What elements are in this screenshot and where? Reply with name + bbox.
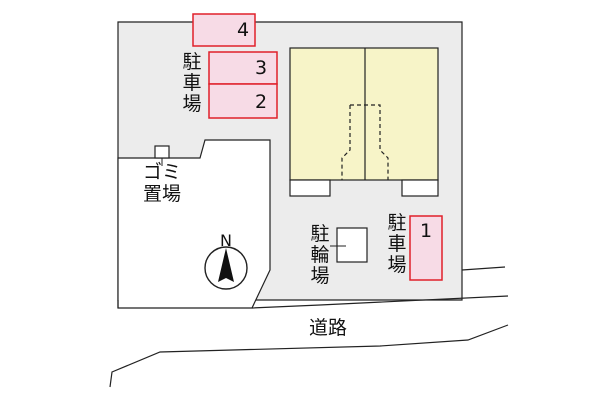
dashed-entry bbox=[341, 104, 389, 180]
compass-icon bbox=[204, 246, 248, 290]
parking-number-3: 3 bbox=[255, 57, 268, 79]
garbage-label-line2: 置場 bbox=[142, 183, 181, 205]
building bbox=[289, 47, 439, 181]
parking-label-lower: 駐車場 bbox=[387, 212, 407, 276]
building-step-left bbox=[289, 179, 331, 197]
bicycle-parking-box bbox=[336, 227, 368, 263]
parking-number-1: 1 bbox=[420, 220, 433, 242]
garbage-label-line1: ゴミ bbox=[142, 161, 181, 183]
bicycle-parking-label: 駐輪場 bbox=[310, 223, 330, 287]
north-label: N bbox=[220, 231, 232, 250]
garbage-marker bbox=[154, 145, 170, 159]
parking-space-2 bbox=[208, 83, 278, 119]
road-label: 道路 bbox=[308, 317, 347, 339]
parking-space-4 bbox=[192, 13, 256, 47]
parking-label-upper: 駐車場 bbox=[182, 51, 202, 115]
parking-number-4: 4 bbox=[237, 19, 250, 41]
road-edge-upper bbox=[251, 295, 509, 309]
building-step-right bbox=[401, 179, 439, 197]
side-road-edge bbox=[461, 266, 506, 271]
road-edge-lower bbox=[109, 324, 509, 388]
parking-space-3 bbox=[208, 51, 278, 85]
parking-space-1 bbox=[409, 215, 443, 281]
parking-number-2: 2 bbox=[255, 91, 268, 113]
